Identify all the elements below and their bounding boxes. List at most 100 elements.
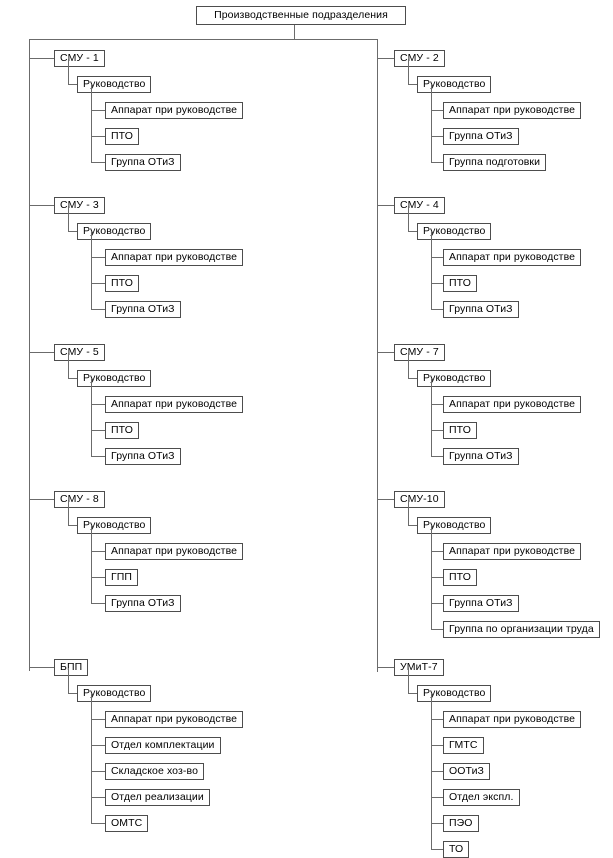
unit-node-сму-10: СМУ-10 [394, 491, 445, 508]
department-node-отдел-комплектации: Отдел комплектации [105, 737, 221, 754]
leadership-node: Руководство [77, 517, 152, 534]
connector-leadership-to-department [91, 797, 105, 798]
connector-spine-to-unit [377, 667, 394, 668]
department-node-пто: ПТО [443, 422, 477, 439]
leadership-node: Руководство [417, 370, 492, 387]
connector-leadership-to-department [431, 797, 443, 798]
connector-leadership-to-department [431, 136, 443, 137]
connector-leadership-to-department [91, 309, 105, 310]
department-node-аппарат-при-руководстве: Аппарат при руководстве [443, 102, 582, 119]
department-node-пто: ПТО [105, 128, 139, 145]
connector-leadership-to-department [91, 162, 105, 163]
connector-leadership-to-department [91, 456, 105, 457]
department-node-пто: ПТО [443, 275, 477, 292]
connector-leadership-to-department [431, 110, 443, 111]
connector-leadership-to-department [431, 283, 443, 284]
connector-leadership-to-department [91, 745, 105, 746]
connector-leadership-to-department [91, 719, 105, 720]
connector-leadership-to-department [431, 823, 443, 824]
leadership-node: Руководство [77, 223, 152, 240]
connector-leadership-to-department [91, 110, 105, 111]
connector-leadership-to-department [431, 162, 443, 163]
department-node-группа-отиз: Группа ОТиЗ [443, 595, 519, 612]
department-node-группа-отиз: Группа ОТиЗ [105, 448, 181, 465]
connector-unit-to-leadership-v [408, 59, 409, 84]
connector-leadership-to-department [91, 823, 105, 824]
connector-unit-to-leadership-h [408, 84, 417, 85]
department-node-группа-подготовки: Группа подготовки [443, 154, 547, 171]
root-drop-connector [294, 25, 295, 39]
department-node-группа-по-организации-труда: Группа по организации труда [443, 621, 600, 638]
connector-unit-to-leadership-h [68, 378, 77, 379]
department-node-аппарат-при-руководстве: Аппарат при руководстве [105, 102, 244, 119]
connector-leadership-to-department [91, 577, 105, 578]
connector-leadership-to-department [431, 456, 443, 457]
connector-leadership-branch-spine [431, 379, 432, 457]
department-node-омтс: ОМТС [105, 815, 149, 832]
connector-leadership-to-department [91, 771, 105, 772]
department-node-группа-отиз: Группа ОТиЗ [443, 448, 519, 465]
unit-node-сму-1: СМУ - 1 [54, 50, 105, 67]
connector-spine-to-unit [29, 58, 54, 59]
connector-unit-to-leadership-v [68, 59, 69, 84]
department-node-группа-отиз: Группа ОТиЗ [105, 154, 181, 171]
leadership-node: Руководство [417, 223, 492, 240]
connector-spine-to-unit [29, 205, 54, 206]
department-node-отдел-реализации: Отдел реализации [105, 789, 210, 806]
connector-unit-to-leadership-h [68, 525, 77, 526]
connector-leadership-to-department [431, 849, 443, 850]
connector-leadership-to-department [91, 404, 105, 405]
department-node-оотиз: ООТиЗ [443, 763, 490, 780]
connector-unit-to-leadership-v [68, 668, 69, 693]
connector-unit-to-leadership-h [408, 693, 417, 694]
unit-node-сму-4: СМУ - 4 [394, 197, 445, 214]
department-node-гмтс: ГМТС [443, 737, 484, 754]
connector-leadership-branch-spine [91, 526, 92, 604]
connector-leadership-to-department [91, 603, 105, 604]
connector-spine-to-unit [29, 352, 54, 353]
connector-unit-to-leadership-v [408, 500, 409, 525]
connector-leadership-to-department [91, 136, 105, 137]
connector-leadership-to-department [431, 404, 443, 405]
department-node-аппарат-при-руководстве: Аппарат при руководстве [443, 396, 582, 413]
connector-unit-to-leadership-h [408, 378, 417, 379]
connector-spine-to-unit [377, 352, 394, 353]
connector-spine-to-unit [29, 499, 54, 500]
connector-unit-to-leadership-v [68, 500, 69, 525]
leadership-node: Руководство [77, 76, 152, 93]
leadership-node: Руководство [417, 685, 492, 702]
department-node-аппарат-при-руководстве: Аппарат при руководстве [443, 711, 582, 728]
department-node-отдел-экспл: Отдел экспл. [443, 789, 520, 806]
root-node: Производственные подразделения [196, 6, 406, 25]
connector-unit-to-leadership-h [68, 231, 77, 232]
unit-node-сму-5: СМУ - 5 [54, 344, 105, 361]
connector-unit-to-leadership-v [408, 668, 409, 693]
department-node-пэо: ПЭО [443, 815, 479, 832]
connector-unit-to-leadership-v [408, 206, 409, 231]
connector-leadership-to-department [431, 719, 443, 720]
department-node-аппарат-при-руководстве: Аппарат при руководстве [105, 249, 244, 266]
connector-leadership-to-department [431, 629, 443, 630]
connector-spine-to-unit [377, 499, 394, 500]
connector-leadership-to-department [431, 603, 443, 604]
leadership-node: Руководство [417, 76, 492, 93]
leadership-node: Руководство [77, 370, 152, 387]
department-node-пто: ПТО [105, 275, 139, 292]
unit-node-умит-7: УМиТ-7 [394, 659, 444, 676]
connector-leadership-to-department [431, 430, 443, 431]
connector-spine-to-unit [377, 58, 394, 59]
department-node-пто: ПТО [443, 569, 477, 586]
department-node-гпп: ГПП [105, 569, 139, 586]
unit-node-сму-3: СМУ - 3 [54, 197, 105, 214]
department-node-группа-отиз: Группа ОТиЗ [105, 301, 181, 318]
department-node-группа-отиз: Группа ОТиЗ [105, 595, 181, 612]
connector-unit-to-leadership-h [68, 84, 77, 85]
department-node-аппарат-при-руководстве: Аппарат при руководстве [105, 543, 244, 560]
department-node-группа-отиз: Группа ОТиЗ [443, 128, 519, 145]
connector-leadership-branch-spine [431, 85, 432, 163]
connector-leadership-branch-spine [431, 526, 432, 630]
connector-leadership-branch-spine [91, 232, 92, 310]
connector-leadership-to-department [431, 551, 443, 552]
connector-unit-to-leadership-v [68, 206, 69, 231]
department-node-складское-хоз-во: Складское хоз-во [105, 763, 205, 780]
